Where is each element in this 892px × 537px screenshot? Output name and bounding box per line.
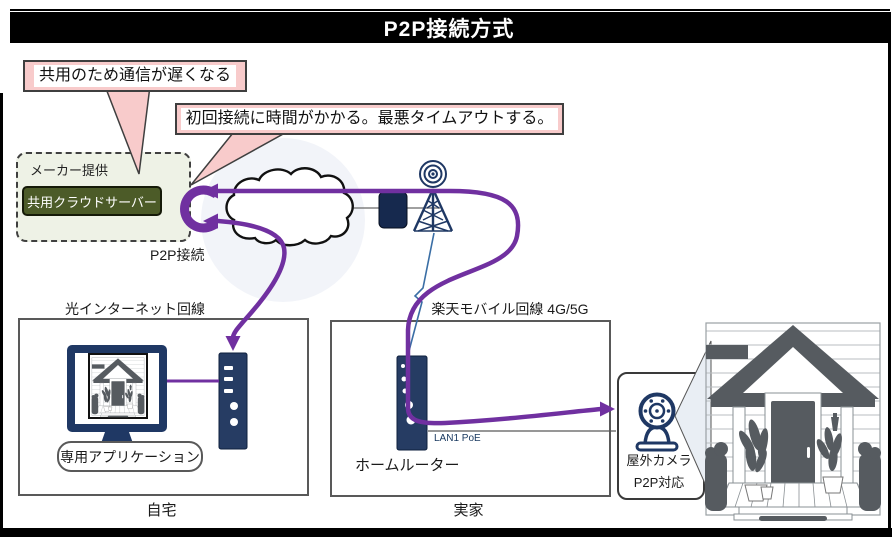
background-accent-circle	[201, 138, 365, 302]
p2p-connection-label: P2P接続	[150, 247, 205, 263]
camera-name-label: 屋外カメラ	[626, 453, 692, 468]
fiber-line-label: 光インターネット回線	[65, 301, 205, 317]
modem-icon	[378, 191, 408, 229]
lan-port-label: LAN1 PoE	[434, 433, 481, 444]
title-bar: P2P接続方式	[10, 12, 888, 43]
arrowhead-to-server-top	[203, 183, 218, 199]
mobile-line-label: 楽天モバイル回線 4G/5G	[431, 301, 589, 317]
page-title: P2P接続方式	[383, 17, 515, 41]
arrowhead-to-server-bottom	[203, 213, 218, 229]
callout-shared-text: 共用のため通信が遅くなる	[33, 65, 236, 87]
house-illustration	[704, 322, 882, 522]
parents-caption: 実家	[453, 502, 484, 519]
home-router-label: ホームルーター	[355, 457, 460, 474]
frame-border-bottom	[0, 528, 892, 537]
frame-border-left	[0, 93, 3, 530]
callout-timeout: 初回接続に時間がかかる。最悪タイムアウトする。	[175, 103, 564, 135]
frame-border-top	[10, 9, 890, 11]
dedicated-app-badge: 専用アプリケーション	[57, 441, 203, 472]
frame-border-right	[888, 12, 891, 530]
callout-shared-slow: 共用のため通信が遅くなる	[23, 60, 247, 92]
callout-timeout-text: 初回接続に時間がかかる。最悪タイムアウトする。	[180, 108, 559, 130]
provider-label: メーカー提供	[30, 163, 109, 178]
internet-cloud-icon	[225, 167, 354, 247]
callout-timeout-tail	[190, 127, 297, 186]
radio-tower-icon	[412, 160, 454, 232]
camera-support-label: P2P対応	[633, 475, 685, 490]
cloud-server-badge: 共用クラウドサーバー	[22, 186, 162, 216]
home-caption: 自宅	[146, 502, 177, 519]
